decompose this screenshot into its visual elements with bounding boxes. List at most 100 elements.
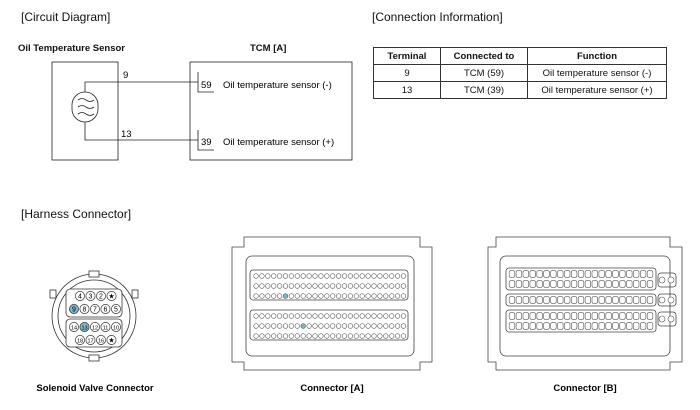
connector-b-pin-grid <box>508 270 675 330</box>
connector-b-pin <box>619 322 626 330</box>
connector-a-pin <box>389 293 395 299</box>
connection-info-heading: [Connection Information] <box>372 10 503 24</box>
connector-b-pin <box>543 270 550 278</box>
connector-b-pin <box>612 296 619 304</box>
connector-a-pin <box>259 293 265 299</box>
connector-a-pin <box>259 323 265 329</box>
connector-a-pin <box>259 273 265 279</box>
connector-a-pin <box>306 323 312 329</box>
connector-b-pin <box>536 270 543 278</box>
connector-a-pin <box>312 273 318 279</box>
connector-a-pin <box>341 273 348 279</box>
connector-a-pin <box>359 283 365 289</box>
tcm-pin-59-box <box>197 72 214 93</box>
connector-b-side-pin <box>667 276 675 284</box>
connector-b-pin <box>584 322 591 330</box>
connector-a-pin <box>383 283 389 289</box>
connector-a-pin <box>395 283 401 289</box>
solenoid-pin <box>69 322 79 332</box>
connector-b-pin <box>564 280 571 288</box>
connector-b-side-bottom <box>657 311 677 327</box>
connector-a-pin <box>318 313 324 319</box>
connector-a-pin <box>336 293 342 299</box>
tcm-title: TCM [A] <box>250 43 287 54</box>
connector-b-pin <box>508 280 516 288</box>
connector-b-pin <box>591 312 598 320</box>
connector-a-pin <box>282 333 289 339</box>
tcm-pin-39: 39 <box>201 137 212 148</box>
connector-a-pin <box>389 283 395 289</box>
solenoid-pin-number: 4 <box>78 294 82 301</box>
connector-b-pin <box>591 270 598 278</box>
connector-b-pin <box>543 296 550 304</box>
connector-a-pin <box>282 273 289 279</box>
connector-a-pin <box>371 313 377 319</box>
connector-b-side-top <box>657 272 677 288</box>
connector-b-pin <box>591 322 598 330</box>
connector-b-pin <box>646 270 654 278</box>
connector-b-pin <box>612 280 619 288</box>
connector-a-pin <box>365 313 371 319</box>
wire-pin-13 <box>84 122 198 141</box>
connector-b-pin <box>515 270 522 278</box>
solenoid-pin-number: ★ <box>108 293 114 301</box>
solenoid-pin-number: 8 <box>83 307 87 314</box>
connector-a-pin <box>330 323 336 329</box>
connector-b-pin <box>577 312 585 320</box>
connector-b-pin <box>577 296 585 304</box>
connector-a-pin <box>265 273 271 279</box>
connector-a-pin <box>324 293 330 299</box>
connector-a-pin <box>306 283 312 289</box>
solenoid-pin-number: 2 <box>99 294 103 301</box>
solenoid-pin-number: 11 <box>103 326 109 332</box>
connector-a-pin <box>347 333 354 339</box>
connector-a-pin <box>306 293 312 299</box>
connector-a-pin <box>259 333 265 339</box>
connector-a-pin <box>271 313 277 319</box>
connector-a-pin <box>265 293 271 299</box>
connector-a-pin <box>377 293 383 299</box>
solenoid-pin-number: 13 <box>81 326 87 332</box>
solenoid-key-bottom <box>88 354 100 362</box>
connector-a-pin <box>271 283 277 289</box>
connector-a-pin <box>336 313 342 319</box>
connector-b-pin <box>626 270 633 278</box>
connector-a-pin <box>347 283 354 289</box>
connector-b-label: Connector [B] <box>553 383 616 394</box>
connector-b-pin <box>522 280 529 288</box>
connector-a-pin <box>294 333 300 339</box>
connector-b-pin <box>619 312 626 320</box>
connector-a-pin <box>324 313 330 319</box>
connector-a-pin <box>353 273 359 279</box>
connector-b-pin <box>626 322 633 330</box>
connector-b-pin <box>633 322 640 330</box>
connector-b-block-top <box>505 267 657 291</box>
connector-a-block-bottom <box>249 309 409 341</box>
connector-a-pin <box>288 293 295 299</box>
connector-b-pin <box>536 280 543 288</box>
connector-a-inner <box>245 255 415 357</box>
connector-b-pin <box>515 280 522 288</box>
connector-b-pin <box>626 312 633 320</box>
connector-a-pin <box>271 333 277 339</box>
connector-b-pin <box>536 322 543 330</box>
connector-a-pin <box>282 323 289 329</box>
connector-a-pin <box>371 273 377 279</box>
connector-a-pin <box>312 283 318 289</box>
connector-a-pin <box>400 273 407 279</box>
connector-a-pin <box>377 313 383 319</box>
connector-b-pin <box>633 270 640 278</box>
connector-b-side-pin <box>658 296 666 304</box>
solenoid-tab-right <box>131 289 139 299</box>
connector-a-pin <box>400 333 407 339</box>
connector-b-pin <box>557 280 564 288</box>
connector-b-pin <box>543 280 550 288</box>
connector-b-pin <box>508 322 516 330</box>
connector-b-pin <box>570 322 578 330</box>
connector-b-pin <box>598 280 605 288</box>
connector-a-pin <box>383 293 389 299</box>
connector-b-pin <box>570 270 578 278</box>
connector-a-pin <box>365 273 371 279</box>
connector-b-pin <box>529 280 536 288</box>
